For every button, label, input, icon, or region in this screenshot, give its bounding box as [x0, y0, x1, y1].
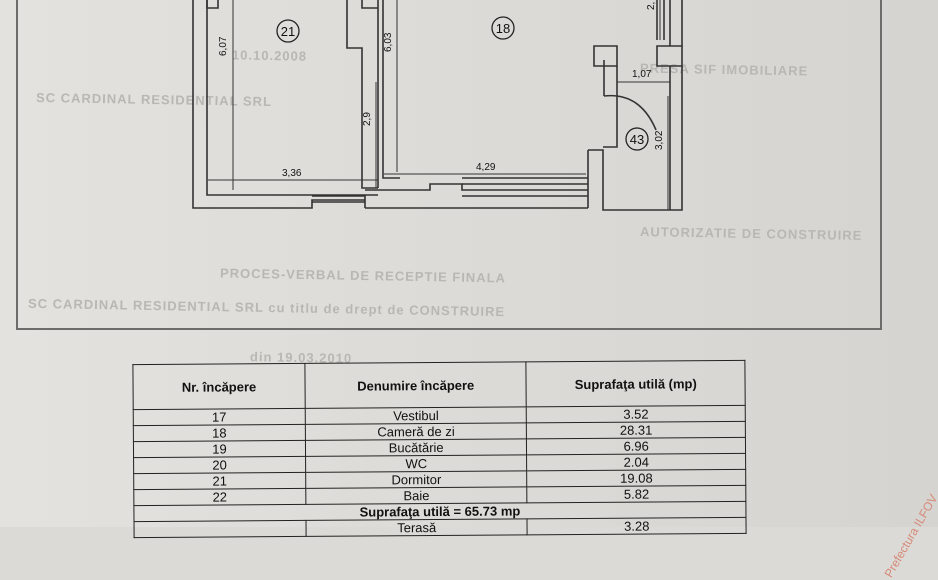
cell-area: 3.28 [527, 517, 747, 535]
dimension-label: 6,07 [218, 36, 229, 56]
dimension-label: 1,07 [632, 69, 652, 80]
cell-area: 19.08 [527, 469, 746, 487]
cell-nr [133, 520, 307, 538]
wall [206, 0, 378, 196]
wall [365, 183, 588, 191]
wall [346, 0, 378, 189]
wall [603, 66, 618, 148]
cell-name: Terasă [305, 518, 528, 537]
wall [312, 195, 365, 203]
room-marker [625, 127, 649, 151]
wall [588, 149, 670, 211]
cell-name: Vestibul [305, 406, 527, 425]
dimension-label: 4,29 [476, 162, 496, 173]
col-header-nr: Nr. încăpere [132, 363, 306, 410]
room-marker [276, 19, 300, 43]
wall [462, 177, 588, 197]
floor-plan-frame [16, 0, 882, 330]
col-header-name: Denumire încăpere [304, 361, 527, 409]
table-row: Terasă 3.28 [133, 517, 747, 538]
wall [603, 94, 657, 131]
cell-nr: 20 [133, 456, 306, 474]
room-number: 43 [630, 132, 644, 147]
cell-area: 5.82 [527, 485, 746, 503]
dimension-label: 2,9 [362, 112, 373, 126]
wall [656, 45, 683, 67]
stamp: Prefectura ILFOV [881, 492, 938, 580]
cell-nr: 22 [133, 488, 306, 506]
wall [669, 66, 683, 211]
cell-name: Dormitor [305, 470, 528, 489]
cell-nr: 17 [133, 408, 306, 426]
cell-nr: 19 [133, 440, 306, 458]
dimension-label: 6,03 [383, 32, 394, 52]
room-number: 21 [281, 24, 295, 39]
wall [656, 0, 683, 46]
col-header-area: Suprafaţa utilă (mp) [526, 360, 746, 407]
dimension-label: 3,36 [282, 168, 302, 179]
dimension-label: 2, [646, 2, 657, 10]
wall [382, 0, 400, 179]
cell-area: 2.04 [526, 453, 746, 471]
cell-nr: 18 [133, 424, 306, 442]
wall [206, 0, 219, 9]
cell-name: Baie [305, 486, 528, 505]
wall [593, 45, 618, 67]
room-marker [491, 16, 515, 40]
wall [361, 0, 378, 9]
cell-nr: 21 [133, 472, 306, 490]
room-number: 18 [496, 21, 510, 36]
floor-plan: 21 18 43 6,07 6,03 2,9 3,36 4,29 1,07 3,… [192, 0, 683, 211]
wall [192, 0, 366, 209]
rooms-table: Nr. încăpere Denumire încăpere Suprafaţa… [132, 360, 747, 538]
dimension-label: 3,02 [654, 130, 665, 150]
cell-area: 3.52 [526, 405, 746, 423]
cell-name: Bucătărie [305, 438, 527, 457]
cell-name: Cameră de zi [305, 422, 527, 441]
cell-name: WC [305, 454, 528, 473]
table-header-row: Nr. încăpere Denumire încăpere Suprafaţa… [132, 360, 746, 410]
cell-area: 6.96 [526, 437, 746, 455]
cell-area: 28.31 [526, 421, 746, 439]
